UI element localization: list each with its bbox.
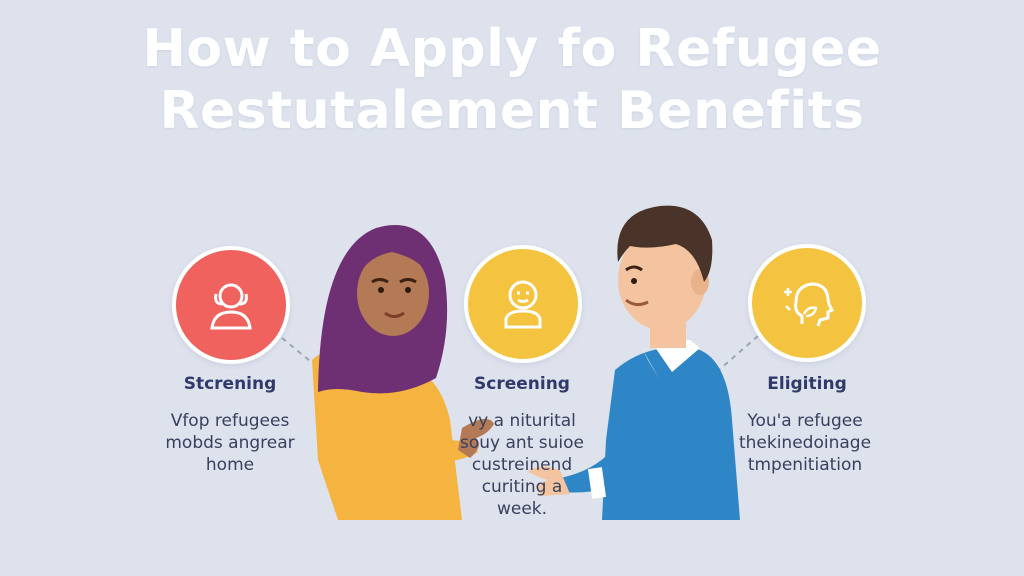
step-3-icon-circle xyxy=(748,244,866,362)
step-2-icon-circle xyxy=(464,245,582,363)
step-3-desc-line-2: thekinedoinage xyxy=(738,433,872,453)
face-icon xyxy=(504,280,542,329)
step-1-icon-circle xyxy=(172,246,290,364)
step-1-desc-line-3: home xyxy=(205,455,255,475)
step-1-title: Stcrening xyxy=(183,374,277,394)
head-profile-icon xyxy=(784,282,835,327)
man-figure xyxy=(528,205,740,520)
step-2-title: Screening xyxy=(474,374,570,394)
step-1-description: Vfop refugees mobds angrear home xyxy=(130,410,330,476)
person-icon xyxy=(210,283,252,330)
woman-figure xyxy=(312,224,494,520)
step-2-description: vy a niturital souy ant suioe custreinen… xyxy=(422,410,622,520)
step-3-description: You'a refugee thekinedoinage tmpenitiati… xyxy=(705,410,905,476)
step-2-desc-line-2: souy ant suioe xyxy=(460,433,584,453)
step-3-desc-line-3: tmpenitiation xyxy=(747,455,863,475)
step-3-desc-line-1: You'a refugee xyxy=(747,411,863,431)
step-1-desc-line-1: Vfop refugees xyxy=(170,411,290,431)
step-2-desc-line-3: custreinend xyxy=(471,455,573,475)
step-2-desc-line-4: curiting a xyxy=(481,477,563,497)
title-line-2: Restutalement Benefits xyxy=(159,81,865,141)
page-title: How to Apply fo Refugee Restutalement Be… xyxy=(0,18,1024,142)
step-2-desc-line-5: week. xyxy=(496,499,548,519)
step-3-title: Eligiting xyxy=(767,374,847,394)
title-line-1: How to Apply fo Refugee xyxy=(142,19,882,79)
step-1-desc-line-2: mobds angrear xyxy=(165,433,295,453)
step-2-desc-line-1: vy a niturital xyxy=(468,411,576,431)
